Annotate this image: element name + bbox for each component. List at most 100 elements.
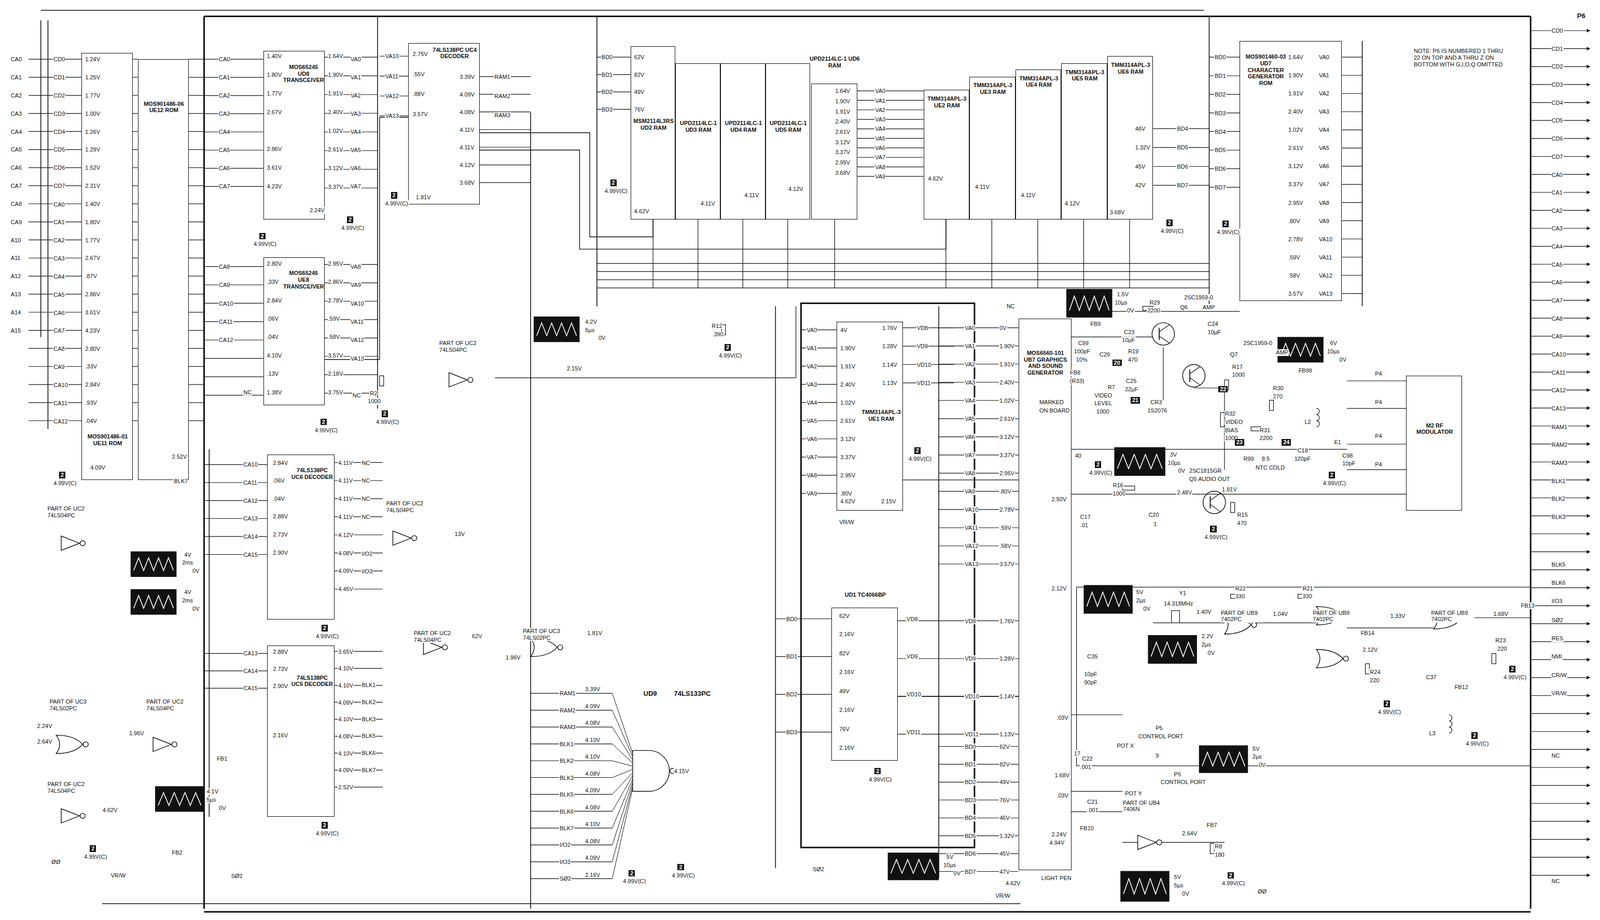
signal-label: VA3	[964, 379, 976, 386]
pin-line	[479, 164, 531, 165]
signal-label: .04V	[272, 495, 286, 503]
inverter-gate	[152, 736, 172, 752]
signal-label: BLK2	[1551, 495, 1567, 503]
bus-line	[530, 112, 532, 909]
signal-label: 2.52V	[337, 783, 354, 791]
signal-label: RAM3	[559, 723, 577, 731]
signal-label: 2.95V	[839, 471, 856, 479]
signal-label: CA12	[242, 497, 259, 505]
bus-line	[596, 279, 1209, 281]
signal-label: 5µs	[205, 796, 217, 803]
signal-label: 1.81V	[415, 193, 432, 201]
connector-pin	[1530, 551, 1590, 552]
signal-label: 1000	[1231, 371, 1246, 379]
signal-label: 4.11V	[337, 513, 354, 521]
pin-line	[132, 203, 138, 204]
signal-label: 5µs	[1173, 881, 1185, 889]
signal-label: 1.81V	[586, 629, 603, 637]
signal-label: 0V	[218, 804, 227, 812]
signal-label: VA9	[1318, 217, 1330, 225]
part-note: PART OF UC2 74LS04PC	[47, 505, 92, 519]
signal-label: ØØ	[50, 858, 61, 866]
pin-line	[188, 383, 205, 385]
signal-label: BLK2	[360, 698, 377, 706]
pin-line	[530, 844, 612, 845]
signal-label: 5V	[945, 853, 954, 860]
signal-label: VA7	[805, 453, 818, 461]
signal-label: 2.18V	[327, 370, 344, 378]
signal-label: 5V	[1135, 588, 1144, 596]
chip-label: MSM2114L3RS UD2 RAM	[632, 117, 676, 131]
signal-label: VA5	[350, 146, 362, 154]
bus-line	[203, 15, 1531, 18]
signal-label: BD6	[1176, 163, 1189, 171]
signal-label: R8	[1214, 842, 1223, 850]
signal-label: BD1	[964, 760, 977, 768]
signal-label: 2.52V	[171, 453, 188, 461]
signal-label: C17	[1079, 513, 1092, 521]
signal-label: 3.37V	[1287, 181, 1304, 188]
signal-label: CA13	[242, 515, 259, 522]
signal-label: NC	[1006, 302, 1016, 310]
part-note: PART OF UC3 74LS02PC	[48, 698, 93, 712]
signal-label: 40	[1074, 452, 1082, 459]
waveform-trace	[1117, 454, 1163, 469]
signal-label: 1.77V	[266, 90, 283, 97]
chip-box: TMM314APL-3 UE5 RAM	[1061, 63, 1108, 220]
bus-line	[40, 20, 42, 337]
signal-label: 1.91V	[1287, 90, 1304, 97]
signal-label: CA5	[218, 146, 231, 154]
signal-label: CA1	[218, 74, 231, 81]
pin-line	[479, 182, 531, 183]
transistor-lead	[1159, 335, 1170, 343]
signal-label: 2.12V	[1362, 646, 1379, 653]
pin-line	[132, 401, 138, 403]
signal-label: ØØ	[1257, 887, 1268, 895]
signal-label: 3.57V	[1287, 290, 1304, 298]
signal-label: 1.90V	[834, 98, 851, 105]
chip-select-line	[742, 219, 744, 288]
signal-label: VA5	[874, 135, 886, 143]
pin-line	[1341, 220, 1362, 221]
bus-line	[1346, 408, 1407, 409]
signal-label: 0V	[191, 605, 200, 612]
pin-line	[132, 167, 138, 169]
signal-label: 1.64V	[327, 52, 344, 60]
chip-label: MOS901460-03 UD7 CHARACTER GENERATOR ROM	[1243, 53, 1289, 87]
signal-label: VA13	[964, 560, 979, 568]
pin-line	[132, 239, 138, 241]
signal-label: Q6	[1179, 303, 1189, 311]
inverter-gate	[449, 372, 468, 387]
signal-label: 2.61V	[327, 146, 344, 153]
callout-number: 2	[1209, 525, 1217, 533]
signal-label: 1.24V	[84, 56, 101, 63]
callout-number: 2	[677, 863, 684, 871]
pin-line	[188, 239, 205, 241]
chip-box: TMM314APL-3 UE2 RAM	[923, 89, 970, 220]
signal-label: VA6	[350, 164, 362, 172]
bus-line	[1346, 469, 1407, 470]
signal-label: CD6	[1551, 135, 1564, 143]
signal-label: CA4	[10, 128, 23, 136]
nor-bubble	[557, 644, 563, 650]
signal-label: 4.12V	[1064, 200, 1081, 207]
signal-label: CA8	[10, 200, 23, 208]
resistor-symbol	[1220, 412, 1225, 427]
transistor-lead	[1209, 504, 1221, 512]
signal-label: C37	[1425, 673, 1438, 681]
signal-label: CA11	[52, 399, 68, 407]
signal-label: .80V	[998, 488, 1012, 495]
signal-label: CA8	[52, 345, 65, 353]
signal-label: .06V	[266, 315, 280, 323]
signal-label: 120pF	[1294, 455, 1312, 463]
signal-label: 4.62V	[927, 175, 944, 183]
signal-label: VA7	[1318, 181, 1330, 188]
connector-pin	[1530, 838, 1590, 840]
signal-label: 4.23V	[266, 183, 283, 190]
signal-label: 3.68V	[1109, 209, 1126, 216]
signal-label: 1.91V	[327, 90, 344, 97]
signal-label: CA9	[1551, 332, 1564, 340]
signal-label: 4.09V	[584, 854, 601, 861]
pin-line	[188, 94, 205, 96]
signal-label: CD0	[1551, 27, 1564, 35]
